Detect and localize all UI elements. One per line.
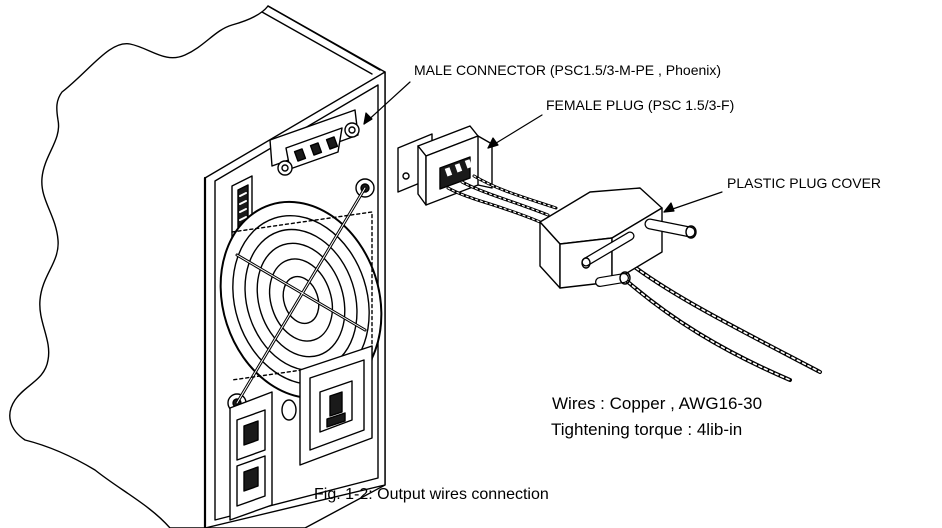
rear-panel-inner: [214, 84, 379, 521]
ac-inlet: [299, 345, 373, 466]
male-connector-label: MALE CONNECTOR (PSC1.5/3-M-PE , Phoenix): [414, 62, 722, 78]
plastic-plug-cover-label: PLASTIC PLUG COVER: [727, 175, 882, 191]
female-plug: [397, 125, 493, 206]
power-supply-unit: [9, 5, 386, 528]
torque-note: Tightening torque : 4lib-in: [551, 420, 743, 439]
wires-note: Wires : Copper , AWG16-30: [552, 394, 763, 413]
cabinet-top-edge: [261, 5, 381, 75]
plastic-plug-cover: [539, 187, 697, 289]
cooling-fan: [219, 186, 383, 405]
male-connector-socket: [269, 109, 360, 176]
panel-hole: [281, 399, 297, 421]
callout-arrows: [363, 81, 723, 213]
male-connector-arrow: [363, 81, 411, 125]
output-wires: [446, 174, 822, 382]
rj-jacks: [229, 391, 273, 521]
figure-caption: Fig. 1-2: Output wires connection: [314, 486, 549, 503]
female-plug-arrow: [487, 114, 543, 149]
female-plug-label: FEMALE PLUG (PSC 1.5/3-F): [546, 97, 735, 113]
